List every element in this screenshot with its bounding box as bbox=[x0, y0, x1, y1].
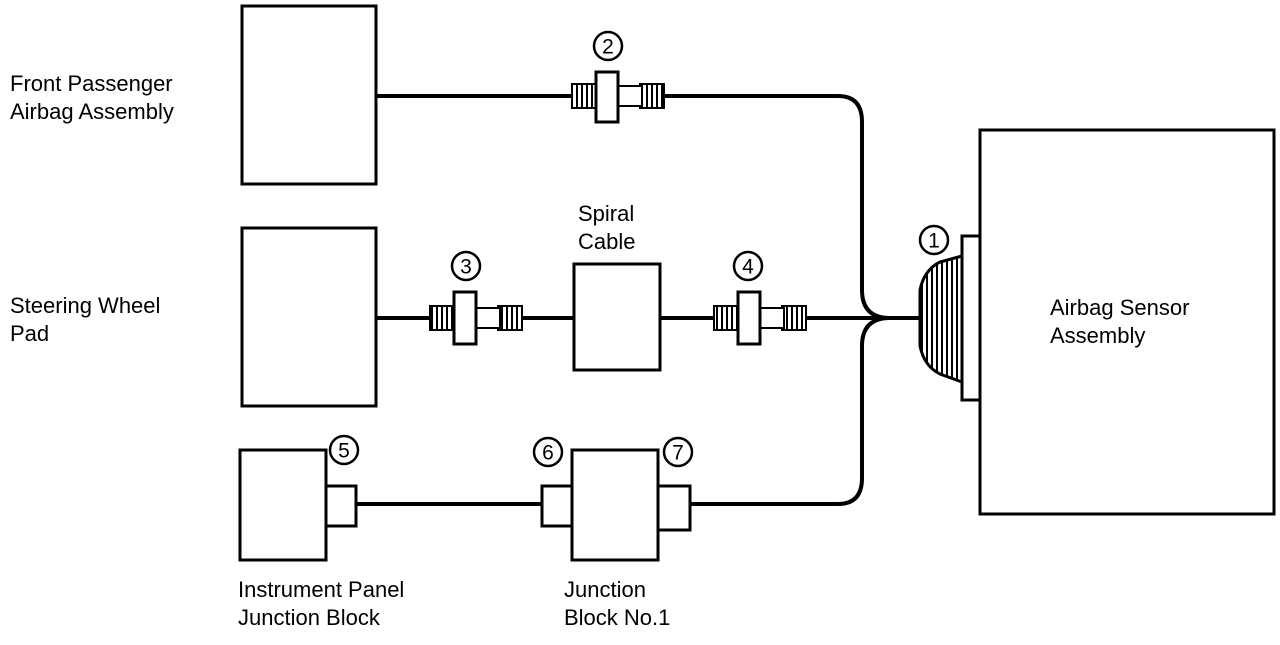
connector-3 bbox=[429, 290, 523, 346]
svg-text:4: 4 bbox=[742, 256, 754, 279]
spiral-cable-label: Spiral Cable bbox=[578, 201, 636, 254]
svg-text:3: 3 bbox=[460, 256, 472, 279]
svg-text:7: 7 bbox=[672, 442, 684, 465]
connector-6 bbox=[540, 484, 574, 528]
callout-1: 1 bbox=[918, 224, 950, 256]
airbag-sensor-box bbox=[978, 128, 1276, 516]
front-passenger-airbag-box bbox=[240, 4, 378, 186]
wire-jb1-to-sensor bbox=[690, 316, 891, 506]
junction-block-1-label: Junction Block No.1 bbox=[564, 577, 671, 630]
connector-2 bbox=[571, 70, 665, 124]
connector-4 bbox=[713, 290, 807, 346]
spiral-cable-box bbox=[572, 262, 662, 372]
wires bbox=[356, 94, 920, 506]
steering-wheel-pad-box bbox=[240, 226, 378, 408]
wire-front-passenger-to-sensor bbox=[664, 94, 891, 320]
instrument-panel-jb-box bbox=[238, 448, 328, 562]
svg-text:6: 6 bbox=[542, 442, 554, 465]
svg-text:1: 1 bbox=[928, 230, 940, 253]
connector-5 bbox=[324, 484, 358, 528]
steering-wheel-pad-label: Steering Wheel Pad bbox=[10, 293, 161, 346]
connector-7 bbox=[656, 484, 692, 532]
junction-block-1-box bbox=[570, 448, 660, 562]
airbag-sensor-label: Airbag Sensor Assembly bbox=[1050, 295, 1190, 348]
callout-7: 7 bbox=[662, 436, 694, 468]
callout-2: 2 bbox=[592, 30, 624, 62]
callout-5: 5 bbox=[328, 434, 360, 466]
connector-1 bbox=[918, 234, 982, 402]
svg-text:5: 5 bbox=[338, 440, 350, 463]
callout-6: 6 bbox=[532, 436, 564, 468]
callout-4: 4 bbox=[732, 250, 764, 282]
instrument-panel-jb-label: Instrument Panel Junction Block bbox=[238, 577, 405, 630]
callout-3: 3 bbox=[450, 250, 482, 282]
front-passenger-airbag-label: Front Passenger Airbag Assembly bbox=[10, 71, 174, 124]
svg-text:2: 2 bbox=[602, 36, 614, 59]
